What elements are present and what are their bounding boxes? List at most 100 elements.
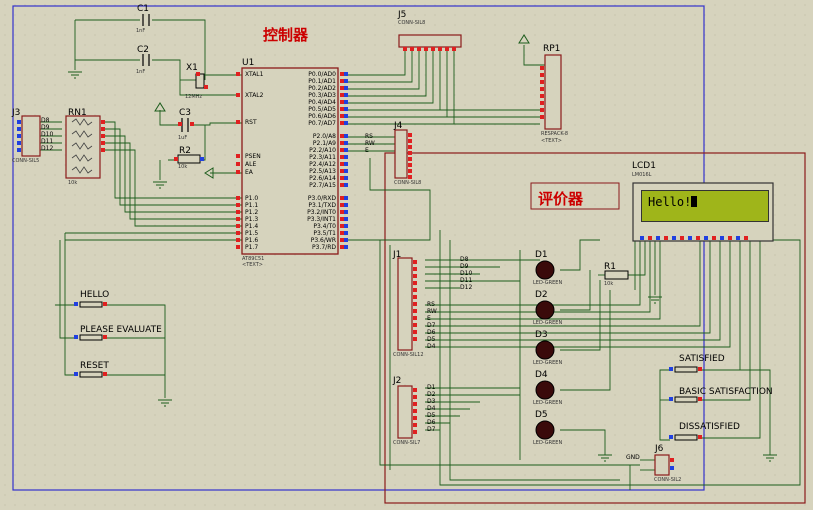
lcd-message: Hello! [648,195,692,209]
net-label: RS [427,301,435,308]
pin-marker [340,245,344,249]
pin-marker [413,302,417,306]
pin-marker [540,73,544,77]
power-arrow [518,34,530,44]
pin-marker [656,236,660,240]
pin-marker [540,115,544,119]
net-label: E [365,147,369,154]
u1-pin-label: P3.1/TXD [308,202,336,209]
ref-c3: C3 [179,108,192,118]
pin-marker [101,127,105,131]
lcd-cursor [691,196,698,207]
rp1-body [544,54,562,130]
u1-pin-label: P2.0/A8 [312,133,336,140]
pin-marker [413,316,417,320]
pin-marker [670,458,674,462]
ref-j5: J5 [398,10,407,20]
pin-marker [413,330,417,334]
pin-marker [236,245,240,249]
pin-marker [431,47,435,51]
pin-marker [340,72,344,76]
pin-marker [340,231,344,235]
pin-marker [340,86,344,90]
ref-d4: D4 [535,370,548,380]
pin-marker [698,435,702,439]
pin-marker [74,335,78,339]
btn-reset[interactable]: RESET [80,361,109,371]
d4-part: LED-GREEN [533,400,563,406]
ref-d2: D2 [535,290,548,300]
pin-marker [236,238,240,242]
pin-marker [101,120,105,124]
u1-chip-body [241,67,339,255]
u1-pin-label: P3.6/WR [310,237,336,244]
btn-basic-body [674,396,698,403]
pin-marker [103,372,107,376]
j3-connector-body [21,115,41,157]
pin-marker [200,157,204,161]
r1-value: 10k [604,281,614,287]
btn-basic-satisfaction[interactable]: BASIC SATISFACTION [679,387,773,397]
net-label: D5 [427,336,436,343]
pin-marker [413,430,417,434]
pin-marker [344,245,348,249]
net-label: D7 [427,426,436,433]
pin-marker [413,288,417,292]
net-label: D2 [427,391,436,398]
ref-x1: X1 [186,63,198,73]
btn-please-evaluate[interactable]: PLEASE EVALUATE [80,325,162,335]
j4-part: CONN-SIL8 [394,180,422,186]
pin-marker [236,203,240,207]
pin-marker [236,196,240,200]
pin-marker [413,402,417,406]
net-label: D11 [460,277,473,284]
pin-marker [698,367,702,371]
u1-pin-label: P2.3/A11 [309,154,336,161]
r1-body [604,270,629,280]
pin-marker [17,127,21,131]
btn-satisfied-body [674,366,698,373]
pin-marker [408,151,412,155]
pin-marker [340,183,344,187]
pin-marker [236,210,240,214]
pin-marker [688,236,692,240]
u1-pin-label: RST [245,119,257,126]
u1-pin-label: P0.3/AD3 [308,92,336,99]
pin-marker [698,397,702,401]
net-label: D1 [427,384,436,391]
pin-marker [413,260,417,264]
u1-pin-label: P0.4/AD4 [308,99,336,106]
pin-marker [408,157,412,161]
rp1-text-tag: <TEXT> [541,138,562,144]
pin-marker [340,203,344,207]
btn-hello[interactable]: HELLO [80,290,110,300]
btn-satisfied[interactable]: SATISFIED [679,354,725,364]
pin-marker [540,87,544,91]
lcd-text: Hello! [648,195,698,209]
j2-part: CONN-SIL7 [393,440,421,446]
pin-marker [424,47,428,51]
pin-marker [640,236,644,240]
u1-pin-label: P3.3/INT1 [307,216,336,223]
pin-marker [236,170,240,174]
pin-marker [696,236,700,240]
pin-markers [17,47,748,470]
controller-sheet-border [12,5,705,491]
power-arrow [154,102,166,112]
pin-marker [340,155,344,159]
net-label: D10 [41,131,54,138]
rn1-value: 10k [68,180,78,186]
led-d2-body [535,300,555,320]
pin-marker [413,309,417,313]
pin-marker [236,72,240,76]
j4-connector-body [394,129,408,179]
pin-marker [103,302,107,306]
pin-marker [344,107,348,111]
pin-marker [413,395,417,399]
btn-dissatisfied[interactable]: DISSATISFIED [679,422,740,432]
pin-marker [408,133,412,137]
btn-reset-body [79,371,103,378]
ref-d3: D3 [535,330,548,340]
ground-symbol [763,454,777,462]
